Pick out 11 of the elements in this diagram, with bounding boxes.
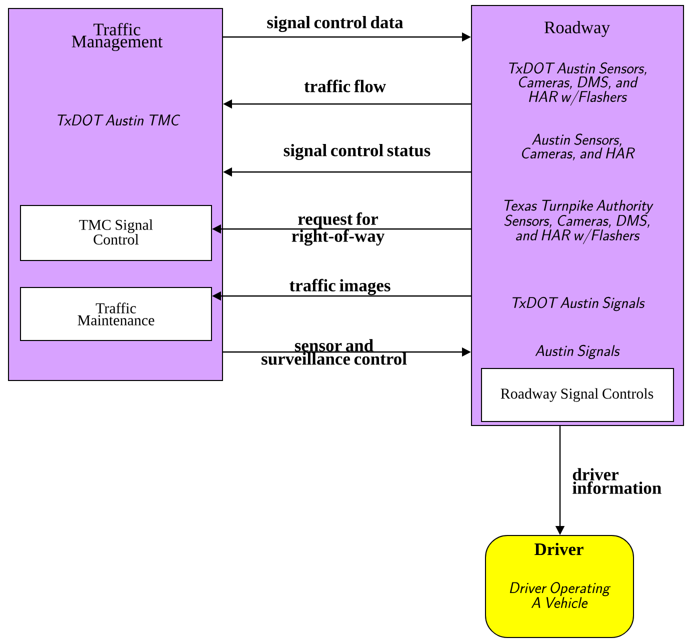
edge-label: traffic flow bbox=[304, 80, 386, 92]
subsystem-box: Roadway Signal Controls bbox=[481, 368, 674, 422]
subsystem-box: Traffic Maintenance bbox=[20, 287, 212, 341]
edge-label: driver information bbox=[572, 468, 662, 494]
edge-label: traffic images bbox=[290, 278, 390, 296]
subsystem-box: TMC Signal Control bbox=[20, 205, 212, 261]
edge-label: signal control status bbox=[284, 144, 430, 160]
edge-label: sensor and surveillance control bbox=[262, 339, 407, 365]
edge-label: request for right-of-way bbox=[292, 212, 384, 246]
edge-label: signal control data bbox=[267, 16, 404, 32]
terminator-box: Driver Driver Operating A Vehicle bbox=[485, 535, 634, 638]
